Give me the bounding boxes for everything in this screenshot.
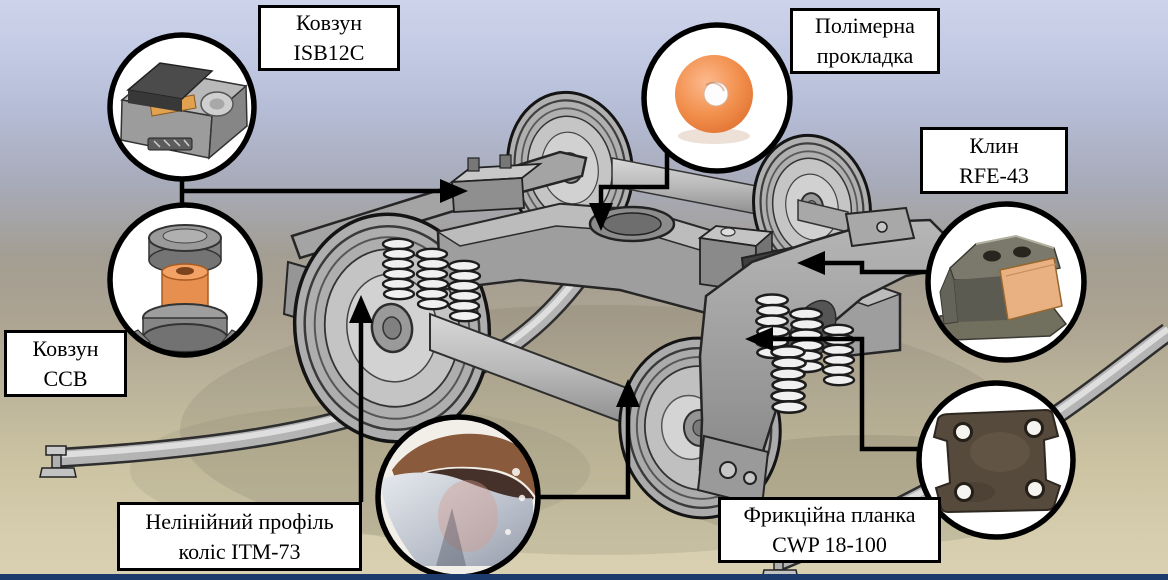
label-line: Клин xyxy=(969,132,1019,158)
label-kovzun-ccb: Ковзун ССВ xyxy=(4,330,127,397)
arrowhead-polymer-pad xyxy=(589,203,613,231)
inset-ring xyxy=(925,201,1087,363)
label-line: коліс ІТМ-73 xyxy=(178,538,301,564)
label-wheel-profile-itm73: Нелінійний профіль коліс ІТМ-73 xyxy=(117,502,362,571)
label-polymer-pad: Полімерна прокладка xyxy=(790,8,940,74)
inset-ring xyxy=(107,32,257,182)
inset-cwp-plate xyxy=(916,380,1076,540)
inset-ring xyxy=(916,380,1076,540)
inset-polymer-pad xyxy=(641,22,793,174)
inset-ring xyxy=(107,202,263,358)
label-line: Ковзун xyxy=(32,335,99,361)
label-line: Ковзун xyxy=(296,10,362,35)
label-line: ISB12C xyxy=(293,40,365,65)
label-line: прокладка xyxy=(816,43,914,68)
connector-wedge xyxy=(820,260,928,275)
callout-connectors xyxy=(179,152,928,502)
inset-isb12c xyxy=(107,32,257,182)
side-bearing-left xyxy=(449,154,543,213)
connector-wheel-profile-2 xyxy=(537,402,631,500)
arrowhead-wheel-profile-2 xyxy=(616,379,640,407)
label-line: CWP 18-100 xyxy=(772,532,887,557)
connector-polymer-pad xyxy=(598,152,670,207)
inset-wheel-profile xyxy=(375,414,541,580)
label-line: Нелінійний профіль xyxy=(145,508,334,534)
slide-footer-bar xyxy=(0,574,1168,580)
label-line: RFE-43 xyxy=(959,162,1029,188)
label-line: ССВ xyxy=(43,365,88,391)
label-line: Полімерна xyxy=(815,13,915,38)
inset-rfe43 xyxy=(925,201,1087,363)
label-kovzun-isb12c: Ковзун ISB12C xyxy=(258,5,400,71)
arrowhead-wedge xyxy=(797,251,825,275)
inset-ring xyxy=(641,22,793,174)
connector-friction-plate xyxy=(768,336,919,452)
arrowhead-wheel-profile-1 xyxy=(349,295,373,323)
label-klyn-rfe43: Клин RFE-43 xyxy=(920,127,1068,194)
arrowhead-isb12c xyxy=(440,179,468,203)
inset-ccb xyxy=(107,202,263,358)
label-line: Фрикційна планка xyxy=(743,502,916,527)
arrowhead-friction-plate xyxy=(745,327,773,351)
label-friction-plate-cwp: Фрикційна планка CWP 18-100 xyxy=(718,497,941,563)
